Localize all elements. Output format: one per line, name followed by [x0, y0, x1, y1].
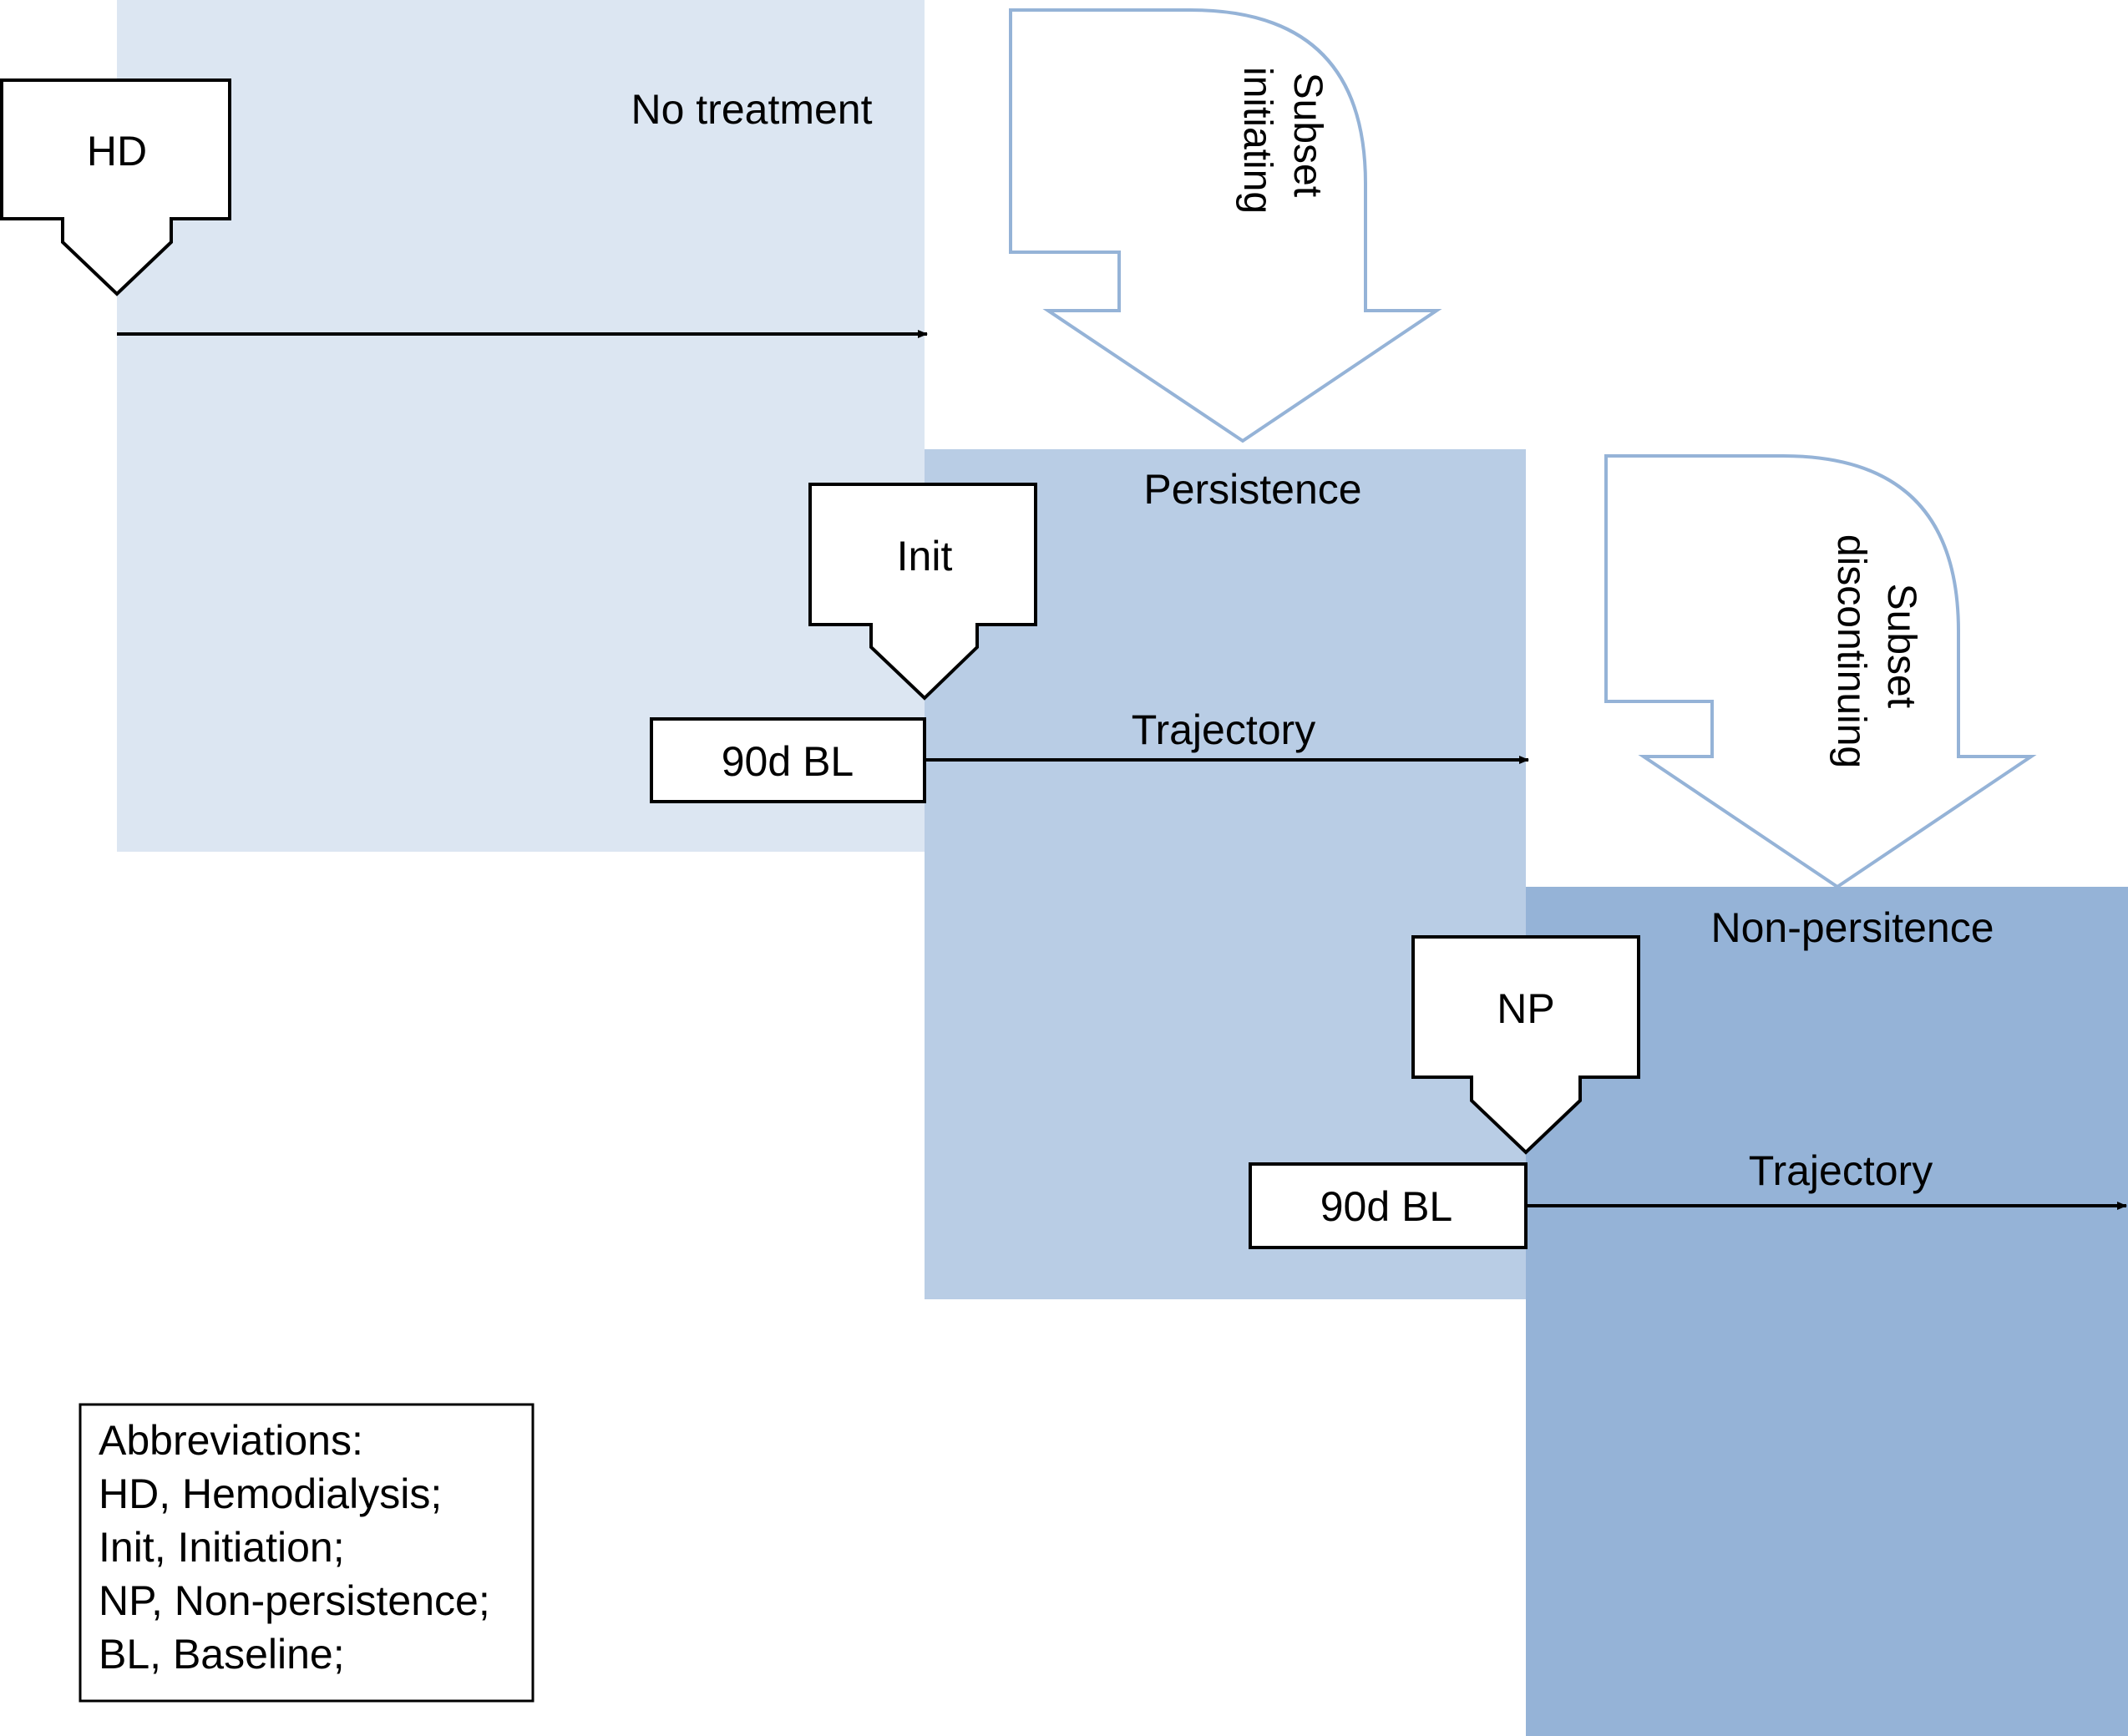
non-persistence-baseline-label: 90d BL — [1320, 1183, 1452, 1230]
non-persistence-label: Non-persitence — [1710, 904, 1994, 951]
subset-discontinuing-label: Subset discontinuing — [1829, 534, 1923, 768]
init-label: Init — [897, 533, 953, 580]
subset-discontinuing-line2: discontinuing — [1829, 534, 1873, 768]
persistence-trajectory-label: Trajectory — [1132, 706, 1315, 753]
abbreviation-item: NP, Non-persistence; — [99, 1577, 490, 1624]
subset-initiating-label: Subset initiating — [1235, 67, 1330, 214]
non-persistence-trajectory-label: Trajectory — [1749, 1147, 1933, 1194]
persistence-label: Persistence — [1143, 466, 1361, 513]
np-label: NP — [1497, 985, 1554, 1032]
hd-event-callout: HD — [0, 78, 231, 296]
no-treatment-region — [117, 0, 925, 852]
abbreviations-legend: Abbreviations: HD, Hemodialysis; Init, I… — [79, 1403, 535, 1703]
abbreviation-item: Init, Initiation; — [99, 1524, 345, 1571]
abbreviation-item: BL, Baseline; — [99, 1631, 345, 1678]
subset-discontinuing-flow-arrow: Subset discontinuing — [1604, 454, 2037, 889]
persistence-baseline-label: 90d BL — [722, 738, 854, 785]
abbreviation-item: HD, Hemodialysis; — [99, 1470, 442, 1517]
subset-discontinuing-line1: Subset — [1879, 584, 1923, 708]
subset-initiating-flow-arrow: Subset initiating — [1009, 8, 1442, 443]
non-persistence-baseline-box: 90d BL — [1249, 1162, 1528, 1249]
init-event-callout: Init — [808, 483, 1037, 701]
abbreviations-title: Abbreviations: — [99, 1417, 363, 1464]
subset-initiating-line1: Subset — [1285, 73, 1330, 197]
hd-label: HD — [87, 128, 147, 175]
np-event-callout: NP — [1411, 935, 1640, 1155]
persistence-baseline-box: 90d BL — [650, 717, 926, 803]
subset-initiating-line2: initiating — [1235, 67, 1279, 214]
no-treatment-label: No treatment — [631, 86, 872, 133]
